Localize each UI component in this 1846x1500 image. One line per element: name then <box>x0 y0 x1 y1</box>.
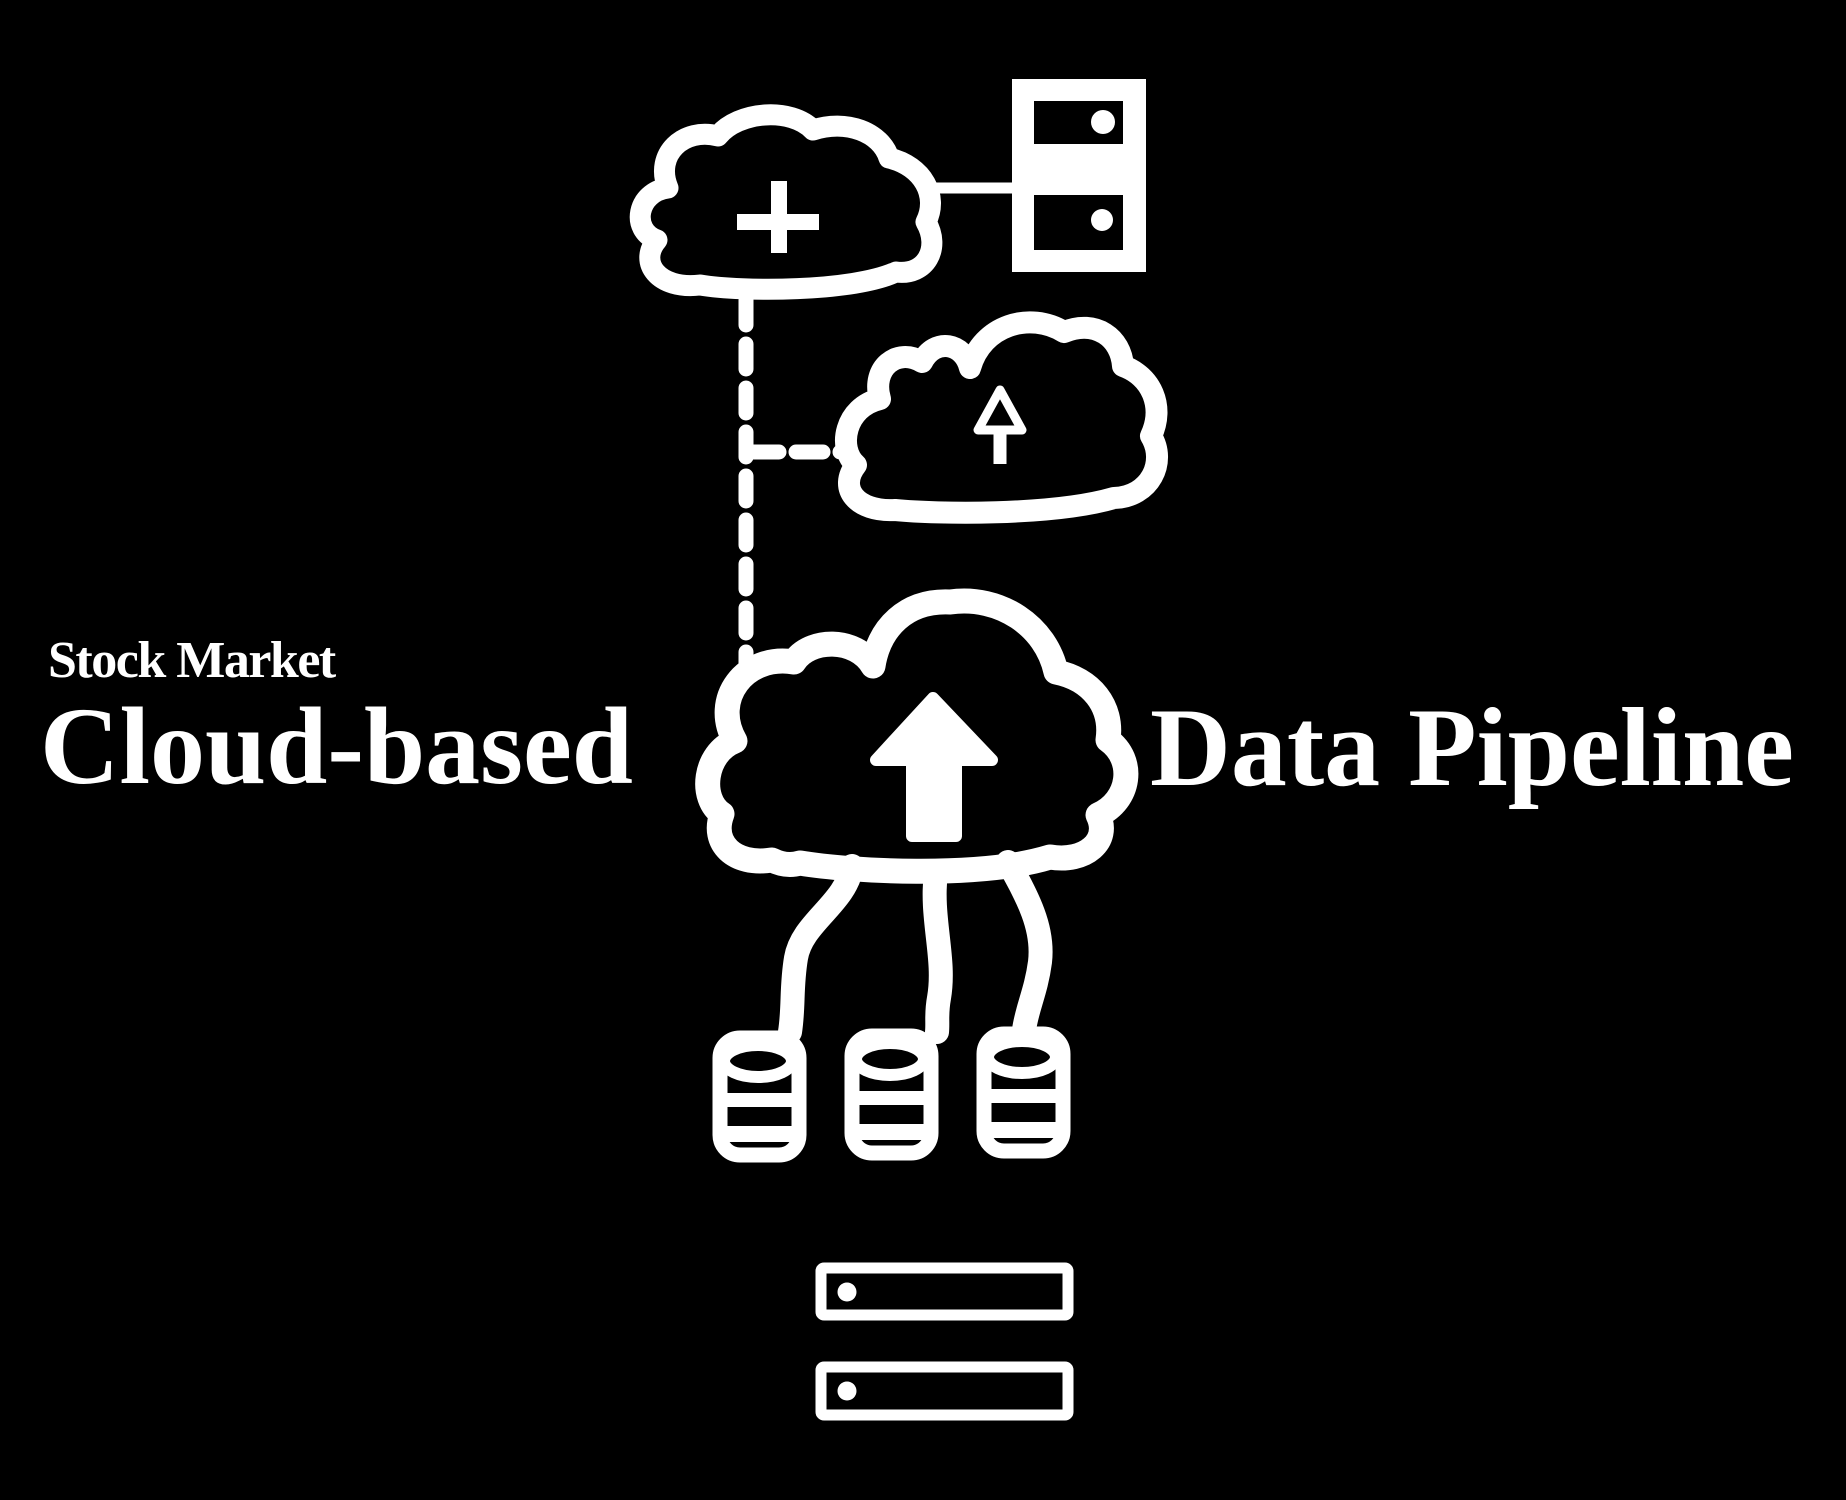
plus-icon <box>737 181 819 253</box>
upload-arrow-icon <box>870 692 998 842</box>
title-data-pipeline: Data Pipeline <box>1150 686 1794 810</box>
database-icon <box>976 1026 1071 1159</box>
edges-cloud-to-databases <box>778 850 1053 1044</box>
server-2bay-icon <box>1012 79 1146 272</box>
database-icon <box>844 1028 939 1161</box>
database-icon <box>712 1030 807 1163</box>
server-rack-icon <box>815 1262 1074 1421</box>
cloud-upload-main-icon <box>695 588 1139 884</box>
cloud-upload-small-icon <box>835 311 1168 524</box>
cloud-plus-icon <box>629 104 943 300</box>
subtitle-stock-market: Stock Market <box>48 632 336 689</box>
title-cloud-based: Cloud-based <box>40 685 633 807</box>
upload-arrow-icon <box>973 385 1027 464</box>
